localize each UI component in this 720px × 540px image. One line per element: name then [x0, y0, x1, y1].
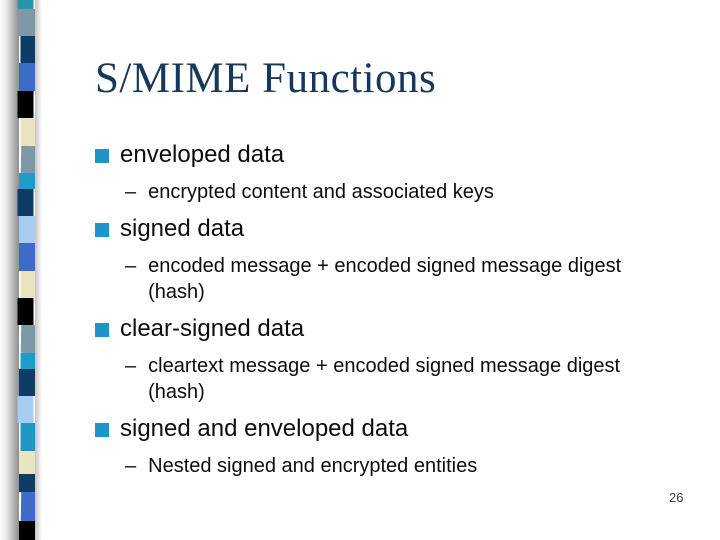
sub-bullet-row: – encrypted content and associated keys	[125, 179, 670, 205]
bullet-label: enveloped data	[120, 141, 285, 169]
sub-bullet-text: Nested signed and encrypted entities	[148, 455, 478, 478]
sub-bullet-row: – cleartext message + encoded signed mes…	[125, 353, 670, 405]
sub-bullet-text: cleartext message + encoded signed messa…	[148, 355, 621, 404]
strip-square	[19, 451, 35, 474]
strip-square	[17, 298, 34, 325]
strip-square	[19, 369, 35, 396]
strip-square	[19, 63, 35, 91]
bullet-label: clear-signed data	[120, 315, 305, 343]
strip-square	[17, 189, 34, 216]
strip-square	[19, 243, 35, 271]
strip-square	[20, 36, 37, 63]
strip-square	[19, 521, 35, 540]
bullet-group-signed-and-enveloped-data: signed and enveloped data – Nested signe…	[95, 415, 670, 479]
strip-square	[20, 118, 37, 146]
dash-bullet-icon: –	[125, 255, 137, 278]
strip-shadow-right	[35, 0, 42, 540]
bullet-row: clear-signed data	[95, 315, 670, 343]
strip-square	[19, 216, 35, 243]
dash-bullet-icon: –	[125, 455, 137, 478]
dash-bullet-icon: –	[125, 181, 137, 204]
page-number: 26	[669, 490, 684, 505]
strip-square	[20, 353, 37, 369]
sub-bullet-text: encrypted content and associated keys	[148, 181, 494, 204]
bullet-row: enveloped data	[95, 141, 670, 169]
bullet-label: signed data	[120, 215, 245, 243]
strip-square	[19, 9, 35, 36]
sub-bullet-row: – encoded message + encoded signed messa…	[125, 253, 670, 305]
strip-square	[19, 173, 35, 189]
strip-square	[19, 474, 35, 492]
bullet-label: signed and enveloped data	[120, 415, 409, 443]
bullet-group-clear-signed-data: clear-signed data – cleartext message + …	[95, 315, 670, 405]
square-bullet-icon	[95, 223, 109, 238]
square-bullet-icon	[95, 149, 109, 164]
slide-content: S/MIME Functions enveloped data – encryp…	[95, 55, 670, 489]
strip-square	[17, 396, 34, 423]
bullet-row: signed and enveloped data	[95, 415, 670, 443]
slide-title: S/MIME Functions	[95, 55, 437, 102]
square-bullet-icon	[95, 423, 109, 438]
square-bullet-icon	[95, 323, 109, 338]
bullet-row: signed data	[95, 215, 670, 243]
sub-bullet-row: – Nested signed and encrypted entities	[125, 453, 670, 479]
bullet-group-enveloped-data: enveloped data – encrypted content and a…	[95, 141, 670, 205]
dash-bullet-icon: –	[125, 355, 137, 378]
mosaic-strip	[17, 0, 38, 540]
strip-square	[20, 271, 37, 298]
strip-square	[20, 423, 37, 451]
strip-square	[17, 91, 34, 118]
bullet-group-signed-data: signed data – encoded message + encoded …	[95, 215, 670, 305]
strip-square	[17, 0, 34, 9]
sub-bullet-text: encoded message + encoded signed message…	[148, 255, 622, 304]
strip-shadow	[0, 0, 19, 540]
